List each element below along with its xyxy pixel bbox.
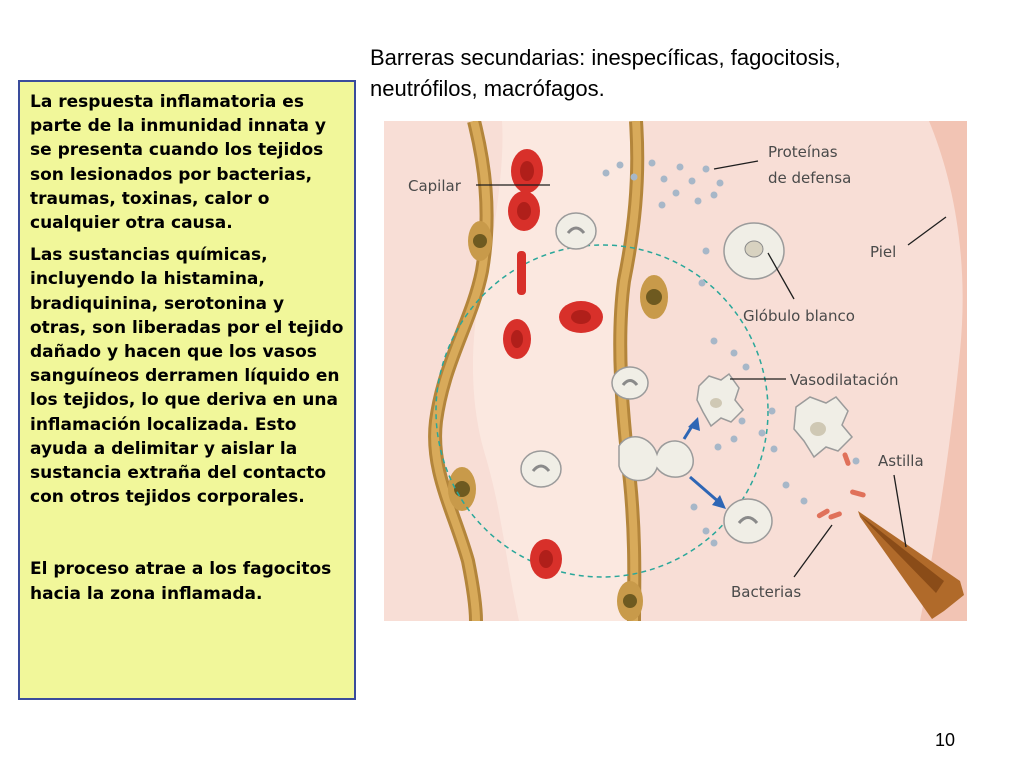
endothelial-nucleus [646, 289, 662, 305]
bacteria-group [816, 452, 866, 520]
migration-arrow-up-head [688, 417, 700, 431]
skin-layer [920, 121, 967, 621]
red-blood-cell-center [520, 161, 534, 181]
label-bacterias: Bacterias [731, 583, 801, 601]
migration-arrow-down [689, 475, 721, 505]
macrophage-nucleus [810, 422, 826, 436]
white-blood-cell-nucleus [744, 240, 764, 258]
endothelial-nucleus [623, 594, 637, 608]
slide-title: Barreras secundarias: inespecíficas, fag… [370, 42, 990, 104]
white-blood-cell [611, 366, 649, 400]
title-line-1: Barreras secundarias: inespecíficas, fag… [370, 45, 841, 70]
capillary-lumen [472, 121, 637, 621]
label-astilla: Astilla [878, 452, 924, 470]
red-blood-cell-center [511, 330, 523, 348]
red-blood-cell-center [517, 202, 531, 220]
macrophage-nucleus [710, 398, 722, 408]
title-line-2: neutrófilos, macrófagos. [370, 76, 605, 101]
label-piel: Piel [870, 243, 896, 261]
splinter-shade [860, 515, 944, 593]
defense-proteins [602, 159, 860, 547]
endothelial-nucleus [454, 481, 470, 497]
red-blood-cell-center [571, 310, 591, 324]
inflammation-illustration: Capilar Proteínas de defensa Piel Glóbul… [384, 121, 967, 621]
migrating-white-blood-cell [618, 436, 694, 482]
capillary-wall-left [431, 121, 491, 621]
endothelial-nucleus [473, 234, 487, 248]
paragraph-innate-immunity: La respuesta inflamatoria es parte de la… [30, 92, 326, 234]
label-vasodilatacion: Vasodilatación [790, 371, 899, 389]
migration-arrow-down-head [712, 495, 726, 509]
white-blood-cell-tissue [723, 498, 773, 544]
white-blood-cell-nucleus [566, 226, 586, 234]
white-blood-cell-nucleus [531, 464, 551, 472]
label-capilar: Capilar [408, 177, 462, 195]
paragraph-phagocytes: El proceso atrae a los fagocitos hacia l… [30, 559, 332, 604]
white-blood-cell-nucleus [737, 516, 759, 525]
white-blood-cell-nucleus [621, 379, 639, 386]
inflammation-zone-circle [435, 244, 769, 578]
inflammation-diagram: Capilar Proteínas de defensa Piel Glóbul… [384, 121, 967, 621]
page-number: 10 [935, 730, 956, 750]
label-globulo-blanco: Glóbulo blanco [743, 307, 855, 325]
red-blood-cell-center [539, 550, 553, 568]
label-proteinas-line-1: Proteínas [768, 143, 838, 161]
explanation-textbox: La respuesta inflamatoria es parte de la… [18, 80, 356, 700]
label-leaders [476, 160, 947, 578]
label-proteinas-line-2: de defensa [768, 169, 851, 187]
white-blood-cell [520, 450, 562, 488]
paragraph-chemical-substances: Las sustancias químicas, incluyendo la h… [30, 245, 344, 508]
red-blood-cell-edge [517, 251, 526, 295]
white-blood-cell [555, 212, 597, 250]
